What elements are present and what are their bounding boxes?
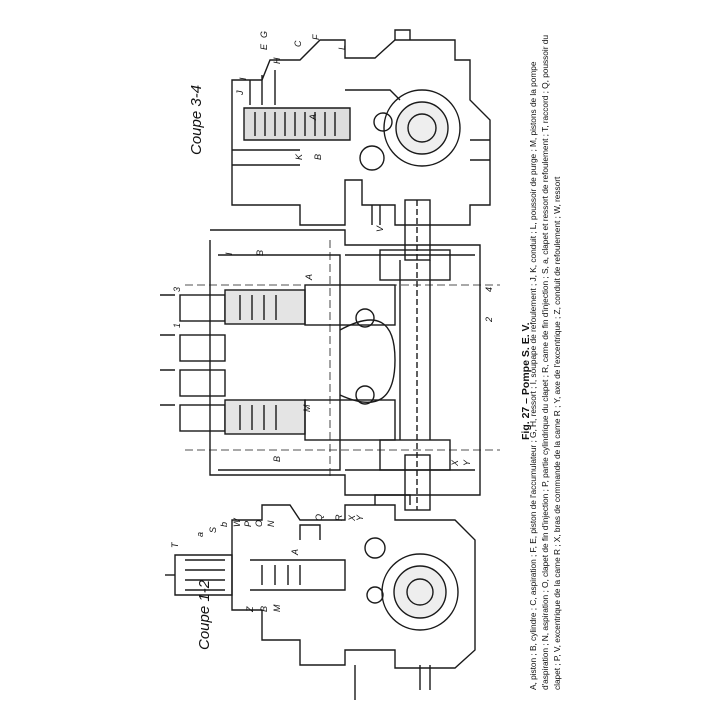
marker-mid-3: 3	[172, 287, 182, 292]
marker-top-J: J	[235, 90, 245, 96]
marker-bot-X: X	[347, 514, 357, 522]
marker-mid-Y: Y	[462, 459, 472, 466]
marker-top-A: A	[308, 114, 318, 121]
marker-mid-4: 4	[484, 287, 494, 292]
marker-bot-P: P	[243, 521, 253, 527]
marker-mid-X: X	[450, 459, 460, 467]
marker-bot-R: R	[334, 514, 344, 521]
marker-mid-M: M	[302, 404, 312, 412]
marker-top-B: B	[313, 154, 323, 160]
marker-top-H: H	[272, 57, 282, 64]
section-34-drawing	[231, 29, 491, 226]
marker-bot-Z: Z	[245, 606, 255, 613]
marker-bot-T: T	[170, 541, 180, 548]
marker-mid-1: 1	[172, 323, 182, 328]
marker-top-I: I	[238, 77, 248, 80]
marker-mid-B2: B	[272, 456, 282, 462]
marker-top-C: C	[293, 40, 303, 47]
marker-bot-B: B	[259, 606, 269, 612]
marker-top-L: L	[337, 45, 347, 50]
marker-mid-B: B	[255, 250, 265, 256]
marker-bot-W: W	[232, 517, 242, 527]
marker-top-F: F	[311, 34, 321, 40]
marker-mid-2: 2	[484, 317, 494, 323]
marker-bot-N: N	[266, 520, 276, 527]
marker-mid-A: A	[304, 274, 314, 281]
marker-bot-S: S	[208, 527, 218, 533]
marker-top-K: K	[294, 153, 304, 160]
section-12-drawing	[165, 494, 476, 700]
middle-elevation-drawing	[160, 199, 500, 511]
marker-mid-V: V	[375, 225, 385, 232]
marker-bot-A: A	[290, 549, 300, 556]
marker-bot-Y: Y	[355, 514, 365, 521]
marker-top-E: E	[259, 43, 269, 50]
marker-bot-O: O	[254, 520, 264, 527]
marker-top-G: G	[259, 31, 269, 38]
marker-bot-a: a	[195, 532, 205, 537]
marker-bot-M: M	[272, 604, 282, 612]
marker-bot-Q: Q	[314, 514, 324, 521]
marker-mid-I: I	[224, 252, 234, 255]
marker-bot-b: b	[219, 522, 229, 527]
